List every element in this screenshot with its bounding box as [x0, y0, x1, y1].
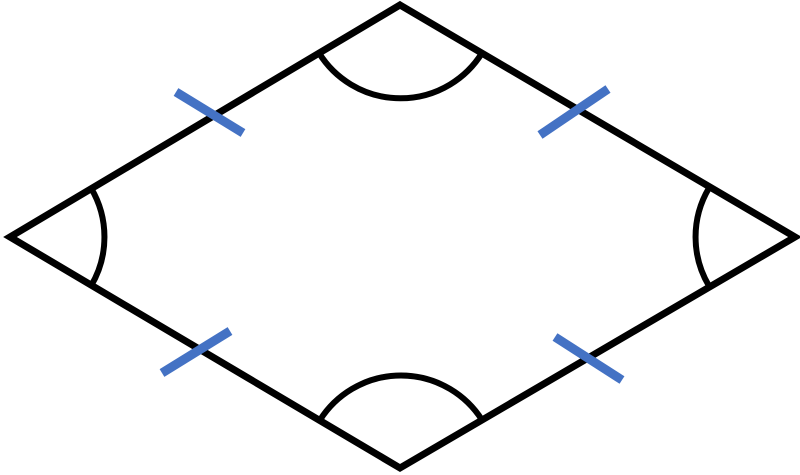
angle-arc-top [316, 51, 485, 102]
angle-arc-right [692, 186, 712, 288]
side-tick-lower-left [159, 327, 233, 377]
side-tick-upper-right [537, 85, 611, 139]
rhombus-outline [3, 0, 800, 473]
angle-arc-bottom [317, 372, 485, 422]
side-tick-lower-right [552, 333, 625, 384]
angle-arc-left [88, 186, 108, 288]
side-tick-upper-left [173, 88, 246, 137]
